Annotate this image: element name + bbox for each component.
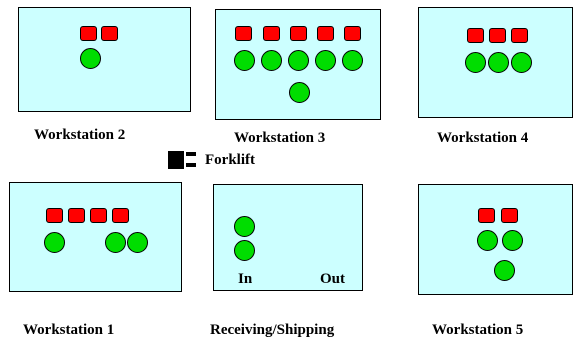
part [477,230,498,251]
machine [467,28,484,43]
machine [263,26,280,41]
forklift-icon [168,151,196,169]
part [488,52,509,73]
receiving-shipping-label: Receiving/Shipping [210,322,335,338]
machine [46,208,63,223]
machine [344,26,361,41]
machine [68,208,85,223]
receiving-shipping-box: In Out [213,184,363,291]
part [234,50,255,71]
forklift-label: Forklift [205,152,255,168]
machine [317,26,334,41]
workstation-1-label: Workstation 1 [23,322,115,338]
workstation-4-label: Workstation 4 [437,130,529,146]
part [342,50,363,71]
workstation-5-box [418,184,573,295]
workstation-1-box [9,182,182,292]
part [261,50,282,71]
machine [90,208,107,223]
part [494,260,515,281]
machine [501,208,518,223]
workstation-4-box [418,7,573,118]
machine [489,28,506,43]
workstation-2-label: Workstation 2 [34,127,126,143]
machine [478,208,495,223]
machine [511,28,528,43]
part [105,232,126,253]
machine [235,26,252,41]
part [44,232,65,253]
part [465,52,486,73]
part [511,52,532,73]
part [127,232,148,253]
machine [290,26,307,41]
part [288,50,309,71]
part [234,240,255,261]
machine [101,26,118,41]
machine [80,26,97,41]
out-label: Out [320,271,346,287]
workstation-3-label: Workstation 3 [234,130,326,146]
machine [112,208,129,223]
part [234,216,255,237]
workstation-3-box [215,9,381,120]
part [80,48,101,69]
part [289,82,310,103]
part [502,230,523,251]
in-label: In [238,271,253,287]
part [315,50,336,71]
workstation-2-box [18,7,191,112]
workstation-5-label: Workstation 5 [432,322,524,338]
